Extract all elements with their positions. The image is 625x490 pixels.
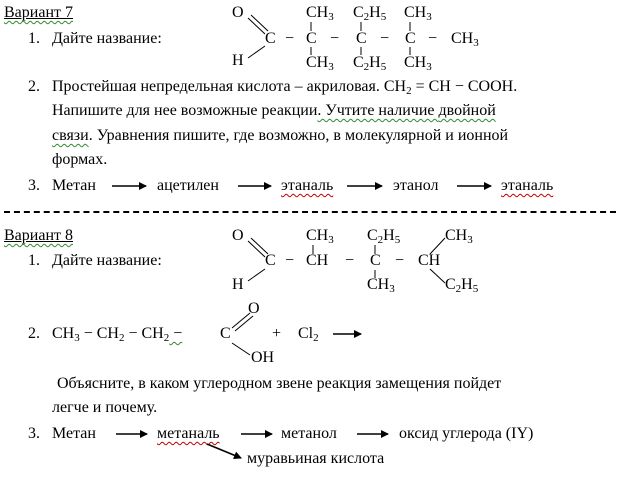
v8-bottom-ch3: CH3	[367, 276, 395, 295]
v8-q2-bond-co-b	[234, 315, 254, 332]
v7-atom-o: O	[232, 4, 244, 21]
v8-q2-hydroxyl: OH	[251, 349, 275, 366]
v7-bond-co-a	[247, 17, 266, 35]
v7-q3-step4: этанол	[393, 177, 439, 194]
v8-atom-c: C	[370, 252, 381, 269]
v7-q1-text: Дайте название:	[52, 30, 162, 47]
v7-q2-line4: формах.	[52, 151, 108, 168]
v8-q3-step4: оксид углерода (IY)	[399, 425, 534, 442]
v7-top-ch3-b: CH3	[404, 4, 432, 23]
v8-q2-bond-coh	[231, 342, 251, 356]
variant-7-title-text: Вариант 7	[4, 4, 73, 21]
v8-atom-c1: C	[265, 252, 276, 269]
v7-q1-number: 1.	[28, 30, 40, 47]
v7-bottom-ch3-b: CH3	[404, 54, 432, 73]
v8-q2-plus: +	[272, 325, 282, 342]
v7-bond-2: −	[330, 30, 340, 47]
v7-atom-c4: C	[405, 30, 416, 47]
v7-q2-number: 2.	[28, 78, 40, 95]
v7-q2-line3: связи. Уравнения пишите, где возможно, в…	[52, 127, 509, 144]
v8-bond-ch	[247, 268, 266, 282]
v7-bond-ch	[247, 45, 266, 59]
v8-q2-chain: CH3 − CH2 − CH2 −	[52, 325, 183, 344]
v8-q3-step2: метаналь	[157, 425, 220, 442]
v7-bond-co-b	[250, 14, 269, 32]
separator-line	[4, 211, 616, 213]
v7-top-ch3: CH3	[306, 4, 334, 23]
v8-bond-3: −	[395, 252, 405, 269]
v7-bottom-c2h5: C2H5	[353, 54, 387, 73]
v8-atom-o: O	[232, 227, 244, 244]
v7-q3-step2: ацетилен	[157, 177, 219, 194]
v8-q2-oxygen: O	[248, 300, 260, 317]
v7-group-ch3-end: CH3	[451, 30, 479, 49]
v8-q3-step1: Метан	[52, 425, 96, 442]
v7-q2-line1: Простейшая непредельная кислота – акрило…	[52, 78, 518, 97]
v7-q3-step3: этаналь	[281, 177, 334, 194]
variant-8-title: Вариант 8	[4, 227, 73, 245]
v7-bottom-ch3: CH3	[306, 54, 334, 73]
v8-q2-carbon: C	[220, 325, 231, 342]
variant-7-title: Вариант 7	[4, 4, 73, 22]
v7-q3-step1: Метан	[52, 177, 96, 194]
v7-atom-c3: C	[356, 30, 367, 47]
v8-group-ch-2: CH	[418, 252, 441, 269]
v7-top-c2h5: C2H5	[353, 4, 387, 23]
v7-atom-c1: C	[265, 30, 276, 47]
v8-bond-diag-down	[429, 268, 446, 284]
v7-q3-step5: этаналь	[501, 177, 554, 194]
v8-atom-h: H	[232, 276, 244, 293]
v8-top-c2h5: C2H5	[367, 227, 401, 246]
v7-bond-1: −	[285, 30, 295, 47]
v7-atom-c2: C	[306, 30, 317, 47]
v8-q3-branch: муравьиная кислота	[247, 450, 385, 467]
v8-bond-diag-up	[429, 237, 446, 255]
v8-q2-chlorine: Cl2	[298, 325, 319, 344]
v7-bond-3: −	[380, 30, 390, 47]
v7-bond-4: −	[428, 30, 438, 47]
v8-bond-2: −	[345, 252, 355, 269]
v7-q2-line2: Напишите для нее возможные реакции. Учти…	[52, 102, 496, 119]
v8-q1-text: Дайте название:	[52, 252, 162, 269]
variant-8-title-text: Вариант 8	[4, 227, 73, 244]
v8-bond-co-b	[250, 237, 269, 255]
v8-q3-step3: метанол	[281, 425, 337, 442]
v8-bottom-c2h5: C2H5	[445, 276, 479, 295]
v7-atom-h: H	[232, 52, 244, 69]
v8-bond-co-a	[247, 240, 266, 258]
v8-q2-number: 2.	[28, 325, 40, 342]
v8-bond-1: −	[285, 252, 295, 269]
v8-q2-explain-line1: Объясните, в каком углеродном звене реак…	[57, 375, 502, 392]
v8-top-ch3: CH3	[306, 227, 334, 246]
v8-q3-number: 3.	[28, 425, 40, 442]
v8-q2-bond-co-a	[231, 312, 251, 329]
v8-arrow-branch	[206, 443, 242, 460]
v8-q2-explain-line2: легче и почему.	[52, 399, 158, 416]
v8-group-ch: CH	[306, 252, 329, 269]
v8-top-ch3-b: CH3	[445, 227, 473, 246]
v7-q3-number: 3.	[28, 177, 40, 194]
v8-q1-number: 1.	[28, 252, 40, 269]
